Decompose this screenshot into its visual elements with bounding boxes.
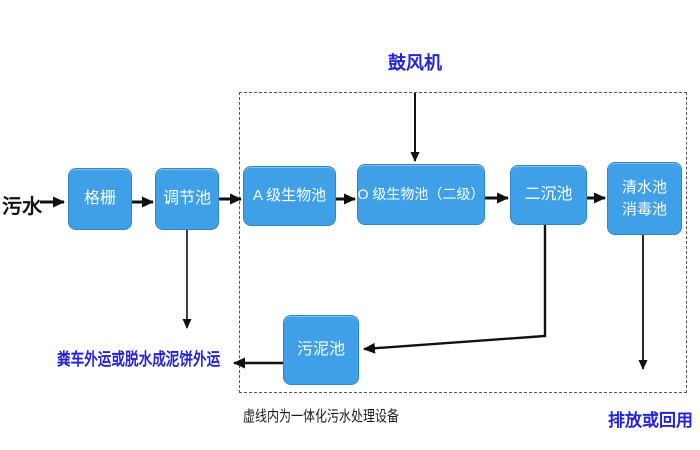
node-grille-label: 格栅 <box>83 190 116 208</box>
arrow-sed-to-sludge <box>363 224 547 354</box>
node-regulating-tank: 调节池 <box>155 168 219 230</box>
node-a-level-bio-tank-label: A 级生物池 <box>252 187 327 205</box>
node-a-level-bio-tank: A 级生物池 <box>243 166 336 226</box>
influent-label: 污水 <box>2 196 42 218</box>
node-grille: 格栅 <box>68 168 132 230</box>
node-sludge-tank-label: 污泥池 <box>296 341 345 359</box>
node-secondary-sedimentation-tank: 二沉池 <box>510 165 587 225</box>
node-clean-water-tank-label: 清水池 <box>621 178 667 196</box>
equipment-boundary-dashed-box <box>239 92 687 393</box>
node-regulating-tank-label: 调节池 <box>162 190 211 208</box>
discharge-reuse-label: 排放或回用 <box>608 411 693 430</box>
node-secondary-sedimentation-tank-label: 二沉池 <box>524 186 573 204</box>
sludge-disposal-label: 粪车外运或脱水成泥饼外运 <box>57 350 221 369</box>
node-o-level-bio-tank-label: O 级生物池（二级） <box>357 186 485 203</box>
node-o-level-bio-tank: O 级生物池（二级） <box>357 164 485 225</box>
node-clean-water-disinfection-tank: 清水池 消毒池 <box>607 162 682 235</box>
node-sludge-tank: 污泥池 <box>283 315 359 385</box>
dashed-boundary-caption: 虚线内为一体化污水处理设备 <box>243 408 400 425</box>
blower-label: 鼓风机 <box>388 53 442 73</box>
node-disinfection-tank-label: 消毒池 <box>621 200 667 218</box>
